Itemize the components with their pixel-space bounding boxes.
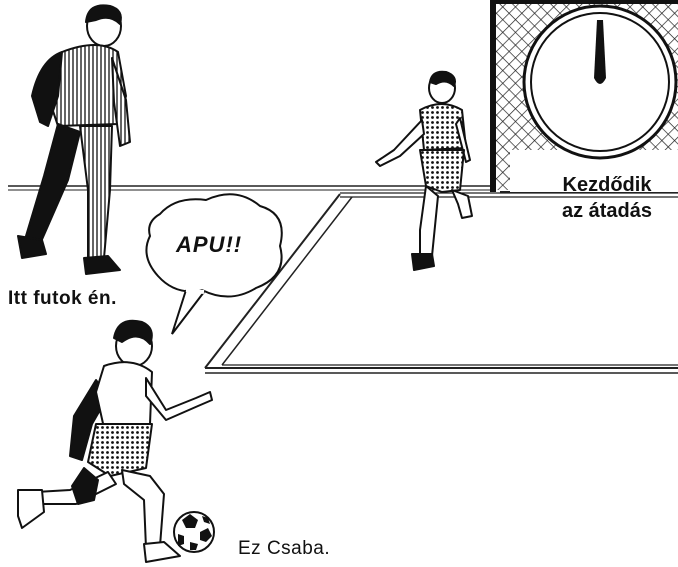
caption-father: Itt futok én.	[8, 288, 117, 309]
clock-icon	[522, 4, 678, 160]
speech-bubble	[145, 193, 283, 335]
caption-clock-line2: az átadás	[561, 200, 653, 222]
caption-clock: Kezdődik az átadás	[542, 172, 672, 224]
speech-bubble-text: APU!!	[176, 232, 243, 257]
caption-son: Ez Csaba.	[238, 538, 331, 559]
son-figure	[17, 319, 213, 563]
caption-clock-line1: Kezdődik	[562, 174, 652, 196]
goalkeeper-boy-figure	[375, 70, 473, 271]
father-figure	[17, 4, 131, 275]
soccer-ball-icon	[173, 511, 215, 553]
